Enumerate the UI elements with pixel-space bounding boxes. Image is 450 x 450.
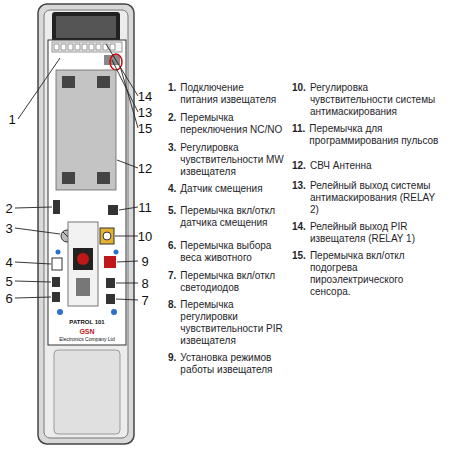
legend-item: 12. СВЧ Антенна bbox=[292, 160, 442, 172]
legend-item: 10. Регулировка чувствительности системы … bbox=[292, 82, 442, 118]
am-potentiometer bbox=[100, 228, 114, 244]
pir-jumper bbox=[106, 278, 115, 288]
item-number: 5. bbox=[168, 205, 176, 229]
legend-item: 8.Перемычка регулировки чувствительности… bbox=[168, 299, 284, 347]
legend-item: 6.Перемычка выбора веса животного bbox=[168, 240, 284, 264]
item-description: Перемычка вкл/откл подогрева пироэлектри… bbox=[310, 250, 442, 298]
item-description: Перемычка для программирования пульсов bbox=[309, 123, 442, 147]
item-description: Релейный выход системы антимаскирования … bbox=[310, 180, 442, 216]
legend-item: 7.Перемычка вкл/откл светодиодов bbox=[168, 270, 284, 294]
item-number: 4. bbox=[168, 183, 176, 195]
pcb bbox=[48, 40, 126, 345]
item-number: 14. bbox=[292, 221, 306, 245]
lower-housing bbox=[54, 350, 120, 434]
callout-number: 12 bbox=[138, 162, 152, 175]
item-description: Перемычка регулировки чувствительности P… bbox=[180, 299, 284, 347]
nc-no-jumper bbox=[53, 200, 60, 214]
pir-sensor bbox=[73, 248, 93, 270]
legend-item: 14. Релейный выход PIR извещателя (RELAY … bbox=[292, 221, 442, 245]
legend-item: 3.Регулировка чувствительности MW извеща… bbox=[168, 142, 284, 178]
callout-number: 15 bbox=[138, 122, 152, 135]
legend-item: 13. Релейный выход системы антимаскирован… bbox=[292, 180, 442, 216]
item-number: 15. bbox=[292, 250, 306, 298]
item-number: 6. bbox=[168, 240, 176, 264]
tamper-jumper bbox=[52, 277, 60, 287]
item-description: Регулировка чувствительности системы ант… bbox=[310, 82, 442, 118]
callout-number: 7 bbox=[141, 294, 148, 307]
item-description: Регулировка чувствительности MW извещате… bbox=[180, 142, 284, 178]
item-number: 9. bbox=[168, 352, 176, 376]
legend-item: 15. Перемычка вкл/откл подогрева пироэлек… bbox=[292, 250, 442, 298]
item-description: Установка режимов работы извещателя bbox=[180, 352, 284, 376]
item-number: 1. bbox=[168, 82, 176, 106]
callout-number: 1 bbox=[8, 113, 15, 126]
housing bbox=[38, 4, 134, 444]
pulse-jumper bbox=[108, 205, 118, 215]
housing-inner bbox=[44, 10, 128, 438]
item-description: Перемычка переключения NC/NO bbox=[180, 112, 284, 136]
item-number: 3. bbox=[168, 142, 176, 178]
callout-number: 9 bbox=[141, 255, 148, 268]
item-number: 2. bbox=[168, 112, 176, 136]
terminal-cavity bbox=[56, 16, 116, 38]
item-number: 11. bbox=[292, 123, 305, 147]
brand-logo: GSN bbox=[79, 328, 94, 335]
led-jumper bbox=[106, 294, 115, 304]
pet-jumper bbox=[52, 292, 60, 302]
item-description: Перемычка вкл/откл датчика смещения bbox=[180, 205, 284, 229]
callout-number: 13 bbox=[138, 106, 152, 119]
callout-number: 8 bbox=[141, 277, 148, 290]
legend-item: 4. Датчик смещения bbox=[168, 183, 284, 195]
legend-item: 5.Перемычка вкл/откл датчика смещения bbox=[168, 205, 284, 229]
item-number: 8. bbox=[168, 299, 176, 347]
tamper-sensor bbox=[52, 258, 62, 270]
legend-item: 11. Перемычка для программирования пульсо… bbox=[292, 123, 442, 147]
item-description: Подключение питания извещателя bbox=[180, 82, 284, 106]
callout-number: 10 bbox=[138, 230, 152, 243]
maker-label: Electronics Company Ltd bbox=[59, 337, 115, 342]
item-number: 10. bbox=[292, 82, 306, 118]
callout-number: 4 bbox=[5, 256, 12, 269]
terminal-strip bbox=[52, 42, 122, 52]
item-description: Релейный выход PIR извещателя (RELAY 1) bbox=[310, 221, 442, 245]
mode-switch bbox=[104, 256, 116, 268]
legend-item: 1.Подключение питания извещателя bbox=[168, 82, 284, 106]
item-description: Перемычка выбора веса животного bbox=[180, 240, 284, 264]
legend-item: 9.Установка режимов работы извещателя bbox=[168, 352, 284, 376]
callout-number: 11 bbox=[138, 201, 152, 214]
item-description: Перемычка вкл/откл светодиодов bbox=[180, 270, 284, 294]
pir-area bbox=[68, 222, 98, 306]
model-label: PATROL 101 bbox=[69, 319, 104, 325]
item-number: 12. bbox=[292, 160, 306, 172]
terminal-block bbox=[52, 12, 120, 42]
item-description: СВЧ Антенна bbox=[310, 160, 442, 172]
item-number: 7. bbox=[168, 270, 176, 294]
callout-number: 6 bbox=[5, 292, 12, 305]
legend-item: 2.Перемычка переключения NC/NO bbox=[168, 112, 284, 136]
callout-number: 3 bbox=[5, 222, 12, 235]
callout-number: 14 bbox=[138, 90, 152, 103]
mw-antenna bbox=[56, 70, 116, 190]
leader-lines bbox=[15, 44, 138, 300]
item-number: 13. bbox=[292, 180, 306, 216]
callout-number: 5 bbox=[5, 275, 12, 288]
item-description: Датчик смещения bbox=[180, 183, 284, 195]
callout-number: 2 bbox=[5, 202, 12, 215]
